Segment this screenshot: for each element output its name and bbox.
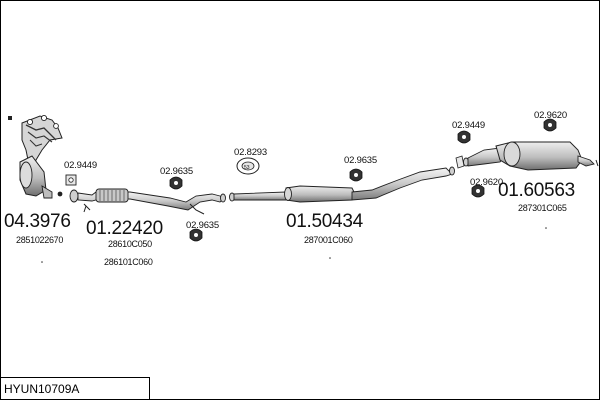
- fitting-label-f8: 02.9620: [470, 177, 503, 188]
- rear-silencer: [463, 141, 599, 171]
- part-number-p4: 01.60563: [498, 180, 575, 201]
- fitting-f2: [169, 176, 183, 190]
- fitting-f4: 53: [236, 157, 260, 175]
- part-number-p1: 04.3976: [4, 211, 71, 232]
- fitting-f1: [57, 174, 91, 213]
- manifold-catalyst: [8, 114, 63, 199]
- fitting-label-f2: 02.9635: [160, 166, 193, 177]
- fitting-f6: [455, 130, 471, 169]
- part-number-p2: 01.22420: [86, 218, 163, 239]
- fitting-f3: [189, 228, 203, 242]
- front-pipe: [69, 188, 226, 215]
- svg-text:53: 53: [244, 165, 250, 171]
- fitting-label-f7: 02.9620: [534, 110, 567, 121]
- part-number-p3: 01.50434: [286, 211, 363, 232]
- fitting-label-f4: 02.8293: [234, 147, 267, 158]
- oem-number-p2-a: 28610C050: [108, 239, 152, 249]
- diagram-code-box: HYUN10709A: [0, 377, 150, 399]
- oem-number-p4: 287301C065: [518, 203, 567, 213]
- fitting-label-f3: 02.9635: [186, 220, 219, 231]
- oem-number-p1: 2851022670: [16, 235, 64, 245]
- diagram-code: HYUN10709A: [4, 382, 80, 396]
- fitting-label-f6: 02.9449: [452, 120, 485, 131]
- fitting-label-f5: 02.9635: [344, 155, 377, 166]
- centre-silencer: [229, 166, 455, 203]
- fitting-f5: [349, 168, 363, 182]
- oem-number-p3: 287001C060: [304, 235, 353, 245]
- fitting-f8: [471, 184, 485, 198]
- fitting-f7: [543, 118, 557, 132]
- fitting-label-f1: 02.9449: [64, 160, 97, 171]
- oem-number-p2-b: 286101C060: [104, 257, 153, 267]
